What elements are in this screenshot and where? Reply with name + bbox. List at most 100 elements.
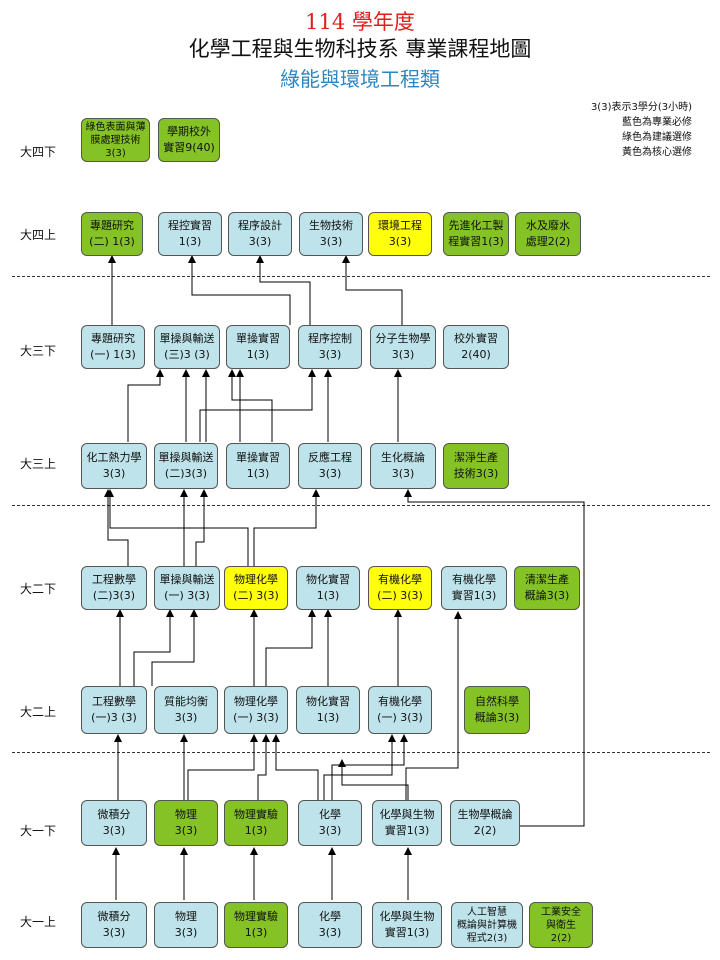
arrow-chem-to-orgchem (323, 734, 396, 800)
course-line: 概論3(3) (524, 589, 570, 602)
course-line: 校外實習 (454, 332, 498, 345)
divider-senior (12, 276, 710, 277)
course-box-c71: 專題研究 (二) 1(3) (81, 212, 143, 256)
legend-yellow: 黃色為核心選修 (622, 147, 692, 158)
course-line: 自然科學 (475, 695, 519, 708)
course-line: 清潔生產 (525, 573, 569, 586)
course-line: (二) 1(3) (89, 235, 135, 248)
course-line: 膜處理技術 (90, 134, 141, 146)
arrow-physchem1-to-physchemlab2 (265, 609, 316, 686)
course-box-c43: 物理化學(二) 3(3) (224, 566, 288, 610)
course-line: (一) 3(3) (233, 711, 279, 724)
course-box-c45: 有機化學(二) 3(3) (368, 566, 432, 610)
course-line: 物理化學 (234, 695, 278, 708)
course-line: 單操與輸送 (158, 451, 214, 464)
course-line: 3(3) (391, 348, 415, 361)
course-line: 工程數學 (92, 695, 136, 708)
course-line: (一) 1(3) (90, 348, 136, 361)
course-box-c16: 人工智慧概論與計算機程式2(3) (451, 902, 523, 948)
course-line: 1(3) (316, 589, 340, 602)
academic-year-title: 114 學年度 (305, 10, 415, 34)
course-box-c12: 物理 3(3) (154, 902, 218, 948)
divider-junior (12, 505, 710, 506)
course-line: 2(2) (473, 824, 497, 837)
arrow-biointro-to-biochem (404, 489, 585, 827)
course-box-c64: 程序控制 3(3) (298, 325, 362, 369)
course-line: 化學 (319, 910, 341, 923)
arrow-engmath1-to-unitops1 (133, 609, 174, 686)
course-line: 3(3) (174, 711, 198, 724)
course-line: 3(3) (174, 926, 198, 939)
course-line: 微積分 (97, 910, 131, 923)
course-line: 3(3) (319, 235, 343, 248)
course-line: 物化實習 (306, 573, 350, 586)
course-line: 1(3) (178, 235, 202, 248)
course-line: 3(3) (318, 348, 342, 361)
course-line: (一) 3(3) (377, 711, 423, 724)
course-line: (一) 3(3) (164, 589, 210, 602)
course-line: 2(2) (550, 932, 572, 944)
arrow-unitops2-to-processcontrol (199, 369, 316, 442)
course-line: 專題研究 (90, 219, 134, 232)
course-line: 單操實習 (236, 332, 280, 345)
course-line: 物理 (175, 910, 197, 923)
course-box-c62: 單操與輸送(三)3 (3) (154, 325, 220, 369)
arrow-thermo-to-unitops3 (127, 369, 164, 442)
course-line: 綠色表面與薄 (85, 121, 146, 133)
course-line: 物化實習 (306, 695, 350, 708)
course-box-c77: 水及廢水處理2(2) (515, 212, 581, 256)
course-line: 先進化工製 (448, 219, 504, 232)
arrow-processcontrol-to-design (256, 255, 311, 325)
course-box-c76: 先進化工製程實習1(3) (443, 212, 509, 256)
department-map-title: 化學工程與生物科技系 專業課程地圖 (188, 37, 532, 61)
course-line: 3(3) (318, 824, 342, 837)
course-line: 程控實習 (168, 219, 212, 232)
course-line: (二) 3(3) (233, 589, 279, 602)
arrow-unitops1-to-unitlab (195, 489, 208, 566)
course-line: 微積分 (97, 808, 131, 821)
course-box-c52: 單操與輸送 (二)3(3) (154, 443, 218, 489)
arrow-molbio-to-biotech (342, 255, 403, 325)
course-box-c35: 有機化學(一) 3(3) (368, 686, 432, 734)
course-line: 2(40) (461, 348, 491, 361)
course-line: 程實習1(3) (448, 235, 504, 248)
course-line: (二) 3(3) (377, 589, 423, 602)
course-box-c25: 化學與生物實習1(3) (372, 800, 442, 846)
legend-green: 綠色為建議選修 (622, 132, 692, 143)
course-line: 與衛生 (546, 919, 576, 931)
course-line: (二)3(3) (92, 589, 136, 602)
course-box-c61: 專題研究(一) 1(3) (81, 325, 145, 369)
course-line: 3(3) (318, 467, 342, 480)
course-line: 工業安全 (541, 906, 581, 918)
course-line: 物理實驗 (234, 910, 278, 923)
arrow-physchem2-to-reaction (253, 489, 320, 566)
course-box-c66: 校外實習 2(40) (443, 325, 509, 369)
arrow-engmath2-to-thermo (104, 489, 129, 566)
course-line: 程序設計 (238, 219, 282, 232)
row-label-junior-fall: 大三上 (20, 457, 57, 471)
course-line: 生物技術 (309, 219, 353, 232)
course-line: 潔淨生產 (454, 451, 498, 464)
course-box-c46: 有機化學實習1(3) (441, 566, 507, 610)
course-line: (一)3 (3) (91, 711, 137, 724)
course-line: 3(3) (318, 926, 342, 939)
course-line: 程序控制 (308, 332, 352, 345)
course-line: 程式2(3) (466, 932, 508, 944)
arrow-unitlab1-to-lab-b (228, 369, 273, 442)
course-line: 實習1(3) (384, 926, 430, 939)
arrow-chem-to-physchemlab (272, 734, 319, 800)
course-line: 環境工程 (378, 219, 422, 232)
course-line: (二)3(3) (164, 467, 208, 480)
course-box-c42: 單操與輸送(一) 3(3) (154, 566, 220, 610)
course-box-c15: 化學與生物實習1(3) (372, 902, 442, 948)
